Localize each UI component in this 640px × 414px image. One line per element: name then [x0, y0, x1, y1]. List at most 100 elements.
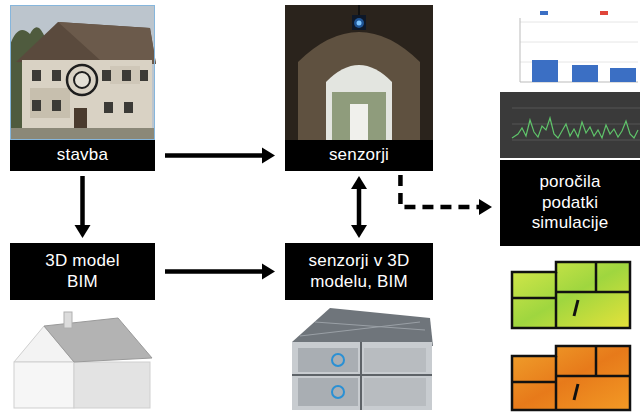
- building-photo-part: [10, 5, 155, 140]
- sensor-photo-part: [357, 21, 362, 26]
- building-photo-part: [67, 65, 97, 95]
- section-model-part: [364, 348, 426, 372]
- connector-line: [165, 269, 263, 274]
- building-photo-part: [52, 100, 61, 111]
- box-label: stavba: [57, 145, 108, 165]
- model-box: 3D model BIM: [10, 243, 155, 300]
- bar-chart-part: [520, 22, 638, 23]
- building-photo-part: [32, 100, 41, 111]
- heatmap-plan-orange-part: [556, 375, 630, 378]
- building-photo-part: [74, 108, 87, 130]
- connector-line: [80, 176, 85, 226]
- arrow-head: [479, 199, 492, 215]
- section-model-part: [332, 354, 344, 366]
- building-photo: [10, 5, 156, 140]
- sensor-photo-part: [332, 92, 386, 140]
- bar-chart-part: [532, 60, 558, 82]
- arrow-head: [262, 264, 275, 280]
- section-model-part: [292, 308, 433, 346]
- arrow-head: [75, 225, 91, 238]
- heatmap-plan-green-part: [574, 300, 578, 316]
- building-photo-part: [140, 70, 148, 81]
- house-render-part: [14, 362, 74, 408]
- flow-arrow: [75, 176, 91, 238]
- bar-chart: [500, 0, 640, 86]
- flow-arrow: [165, 148, 275, 164]
- building-photo-part: [10, 128, 155, 140]
- bar-chart-part: [610, 68, 636, 82]
- building-photo-part: [110, 66, 140, 84]
- section-model-part: [360, 342, 362, 410]
- box-label: poročila podatki simulacije: [520, 172, 620, 233]
- box-label: senzorji v 3D modelu, BIM: [291, 251, 427, 292]
- line-chart-part: [500, 92, 640, 158]
- building-photo-part: [32, 70, 41, 81]
- dashed-arrow: [400, 175, 492, 215]
- heatmap-plan-orange-part: [595, 346, 598, 376]
- line-chart: [500, 92, 640, 158]
- building-box: stavba: [10, 140, 155, 171]
- bar-chart-part: [520, 42, 638, 43]
- bar-chart-part: [572, 65, 598, 82]
- building-photo-part: [58, 22, 156, 64]
- connector-line: [400, 175, 480, 207]
- bar-chart-part: [520, 18, 521, 82]
- sensor-photo-part: [358, 5, 360, 15]
- house-render: [14, 312, 152, 408]
- building-photo-part: [124, 102, 133, 113]
- sensor-photo-part: [352, 15, 366, 30]
- section-model-part: [300, 322, 420, 336]
- building-photo-part: [104, 102, 113, 113]
- building-photo-part: [16, 22, 156, 64]
- house-render-part: [64, 312, 72, 328]
- flow-arrow: [165, 264, 275, 280]
- sensor-photo-part: [350, 104, 368, 140]
- building-photo-part: [30, 88, 70, 118]
- section-model-part: [332, 386, 344, 398]
- building-photo-part: [102, 70, 111, 81]
- sensor-photo-part: [354, 18, 364, 28]
- section-model-part: [298, 378, 358, 406]
- sensors-box: senzorji: [285, 140, 433, 171]
- section-model-part: [292, 342, 432, 410]
- heatmap-plan-orange-part: [512, 381, 556, 384]
- sensor-photo-part: [298, 32, 420, 140]
- line-chart-part: [512, 118, 638, 138]
- house-render-part: [44, 318, 152, 362]
- section-model: [292, 308, 433, 410]
- line-chart-part: [512, 108, 640, 109]
- box-label: senzorji: [329, 145, 389, 165]
- heatmap-plan-orange-part: [512, 346, 630, 410]
- reports-box: poročila podatki simulacije: [500, 160, 640, 246]
- sensor-photo-part: [285, 5, 433, 140]
- house-render-part: [74, 362, 150, 408]
- section-model-part: [315, 322, 425, 330]
- heatmap-plan-green-part: [556, 291, 630, 294]
- heatmap-plan-green-part: [595, 262, 598, 292]
- building-photo-part: [11, 6, 155, 140]
- heatmap-plan-orange: [512, 346, 630, 410]
- building-photo-part: [22, 60, 152, 130]
- sensor-photo: [285, 5, 433, 140]
- bar-chart-part: [540, 11, 548, 15]
- box-label: 3D model BIM: [37, 251, 129, 292]
- arrow-head: [351, 176, 367, 189]
- arrow-head: [262, 148, 275, 164]
- building-photo-part: [52, 70, 61, 81]
- heatmap-plan-green-part: [555, 272, 558, 328]
- bar-chart-part: [600, 11, 608, 15]
- bar-chart-part: [500, 0, 640, 86]
- heatmap-plan-green-part: [512, 297, 556, 300]
- section-model-part: [364, 378, 426, 406]
- heatmap-plan-green: [512, 262, 630, 328]
- connector-line: [165, 153, 263, 158]
- section-model-part: [298, 348, 358, 372]
- heatmap-plan-green-part: [512, 262, 630, 328]
- flow-arrow: [351, 176, 367, 238]
- heatmap-plan-orange-part: [574, 384, 578, 400]
- building-photo-part: [74, 72, 90, 88]
- building-photo-part: [122, 70, 131, 81]
- line-chart-part: [512, 140, 640, 141]
- sensor-photo-part: [326, 65, 392, 140]
